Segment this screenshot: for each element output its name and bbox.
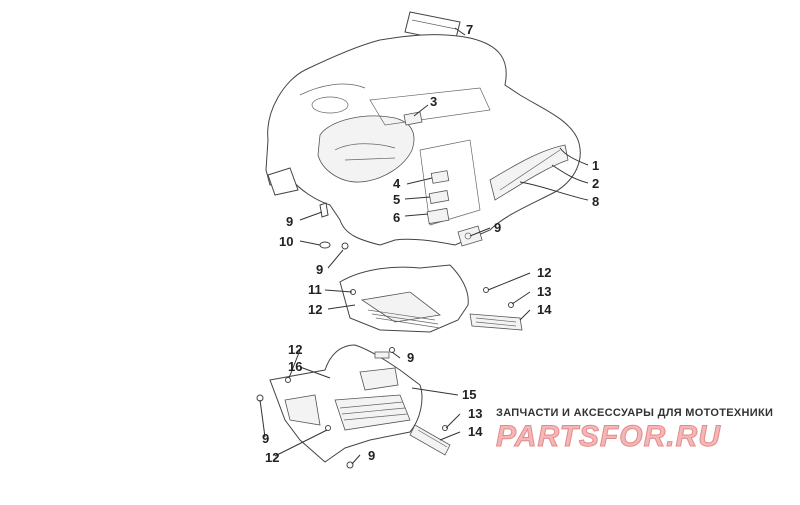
callout-2: 2 [592,176,599,191]
callout-16: 16 [288,359,302,374]
callout-7: 7 [466,22,473,37]
callout-11: 11 [308,282,322,297]
callout-14-left: 14 [468,424,483,439]
callout-6: 6 [393,210,400,225]
callout-13-left: 13 [468,406,482,421]
callout-14-right: 14 [537,302,552,317]
callout-4: 4 [393,176,401,191]
callout-9-lower-left: 9 [262,431,269,446]
callout-13-right: 13 [537,284,551,299]
callout-9-mid-left: 9 [316,262,323,277]
watermark: ЗАПЧАСТИ И АКСЕССУАРЫ ДЛЯ МОТОТЕХНИКИ PA… [496,407,773,454]
callout-labels: 7 3 1 2 8 4 5 6 9 10 9 9 11 12 12 13 14 … [262,22,599,465]
footrest-mat-part-14-left [409,424,451,456]
callout-12-right: 12 [537,265,551,280]
screw-9-left [341,242,349,250]
callout-9-bottom: 9 [368,448,375,463]
rear-fender-body [265,34,581,247]
callout-15: 15 [462,387,476,402]
callout-12-middle: 12 [308,302,322,317]
callout-3: 3 [430,94,437,109]
footrest-mat-part-14-right [469,313,523,331]
callout-9-upper-left: 9 [286,214,293,229]
clip-9-upper-left [319,202,329,218]
callout-8: 8 [592,194,599,209]
callout-9-lower-center: 9 [407,350,414,365]
watermark-tagline: ЗАПЧАСТИ И АКСЕССУАРЫ ДЛЯ МОТОТЕХНИКИ [496,407,773,419]
callout-10: 10 [279,234,293,249]
watermark-logo: PARTSFOR.RU [496,420,721,453]
right-footwell-panel [339,264,489,333]
callout-1: 1 [592,158,599,173]
callout-5: 5 [393,192,400,207]
callout-12-lower-top: 12 [288,342,302,357]
emblem-part-3 [403,111,423,126]
washer-part-10 [319,241,331,249]
screw-part-13-left [442,425,448,431]
left-footwell-panel [256,344,423,469]
leader-lines [259,27,589,465]
callout-9-right: 9 [494,220,501,235]
callout-12-lower-bottom: 12 [265,450,279,465]
